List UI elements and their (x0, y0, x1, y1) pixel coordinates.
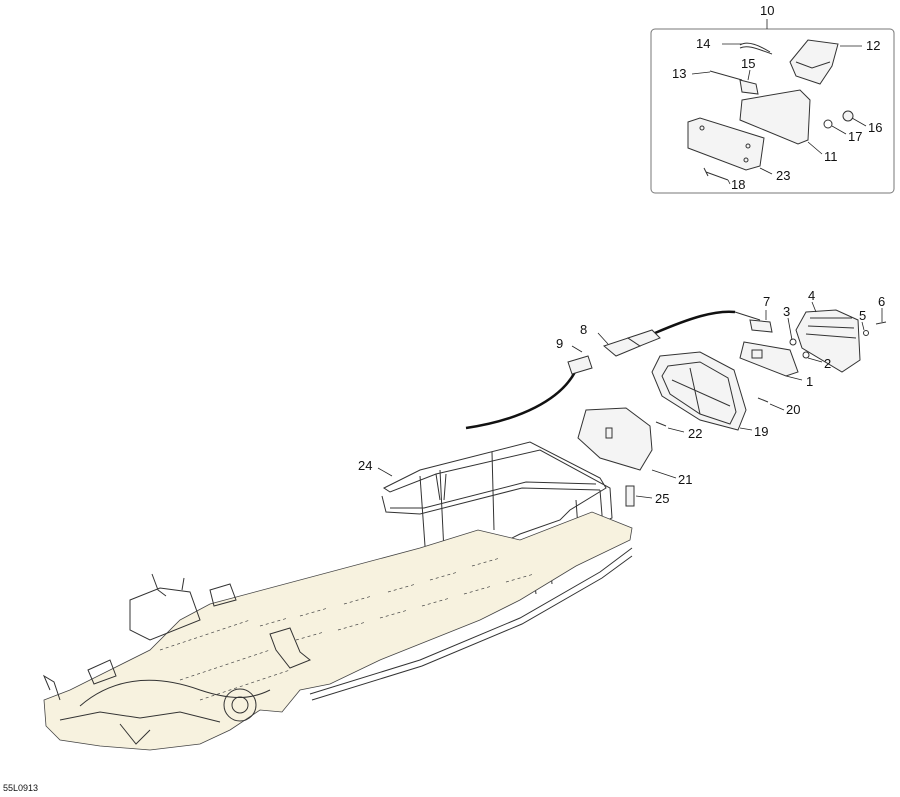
part-6-screw (875, 321, 887, 325)
callout-1: 1 (806, 374, 813, 389)
figure-reference-code: 55L0913 (3, 783, 39, 793)
callout-21: 21 (678, 472, 692, 487)
callout-14: 14 (696, 36, 710, 51)
callout-17: 17 (848, 129, 862, 144)
callout-4: 4 (808, 288, 815, 303)
callout-25: 25 (655, 491, 669, 506)
callout-20: 20 (786, 402, 800, 417)
part-18-bolt (703, 167, 729, 181)
taillight-assembly: 7 4 6 5 3 2 1 8 9 20 19 22 21 25 (465, 288, 887, 507)
callout-15: 15 (741, 56, 755, 71)
part-12-cap (789, 39, 839, 85)
callout-24: 24 (358, 458, 372, 473)
part-1-bulb-holder (739, 341, 799, 377)
callout-5: 5 (859, 308, 866, 323)
callout-13: 13 (672, 66, 686, 81)
callout-8: 8 (580, 322, 587, 337)
part-15-connector (739, 79, 759, 95)
part-22-screw (655, 421, 667, 427)
callout-12: 12 (866, 38, 880, 53)
part-7-connector (749, 319, 773, 333)
callout-18: 18 (731, 177, 745, 192)
part-25-bolt (625, 485, 635, 507)
part-16-nut (842, 110, 854, 122)
callout-16: 16 (868, 120, 882, 135)
callout-7: 7 (763, 294, 770, 309)
part-wiring-harness (465, 371, 577, 430)
part-17-washer (823, 119, 833, 129)
part-14-clip (739, 42, 773, 55)
callout-3: 3 (783, 304, 790, 319)
chassis-frame (42, 511, 633, 751)
callout-6: 6 (878, 294, 885, 309)
callout-23: 23 (776, 168, 790, 183)
callout-2: 2 (824, 356, 831, 371)
part-19-housing (651, 351, 747, 431)
callout-11: 11 (824, 149, 838, 164)
part-20-screw (757, 397, 769, 403)
part-4-lens (795, 309, 861, 373)
part-21-reflector (577, 407, 653, 471)
part-13-wire (709, 70, 743, 81)
part-5-washer (863, 330, 869, 336)
callout-22: 22 (688, 426, 702, 441)
part-23-plate (687, 117, 765, 171)
callout-19: 19 (754, 424, 768, 439)
inset-license-plate-bracket-kit: 10 14 12 13 15 16 17 (650, 3, 895, 194)
part-11-bracket (739, 89, 811, 145)
part-3-bulb (789, 338, 797, 346)
part-2-bulb (802, 351, 810, 359)
part-9-connector (567, 355, 593, 375)
callout-9: 9 (556, 336, 563, 351)
inset-label-10: 10 (760, 3, 774, 18)
